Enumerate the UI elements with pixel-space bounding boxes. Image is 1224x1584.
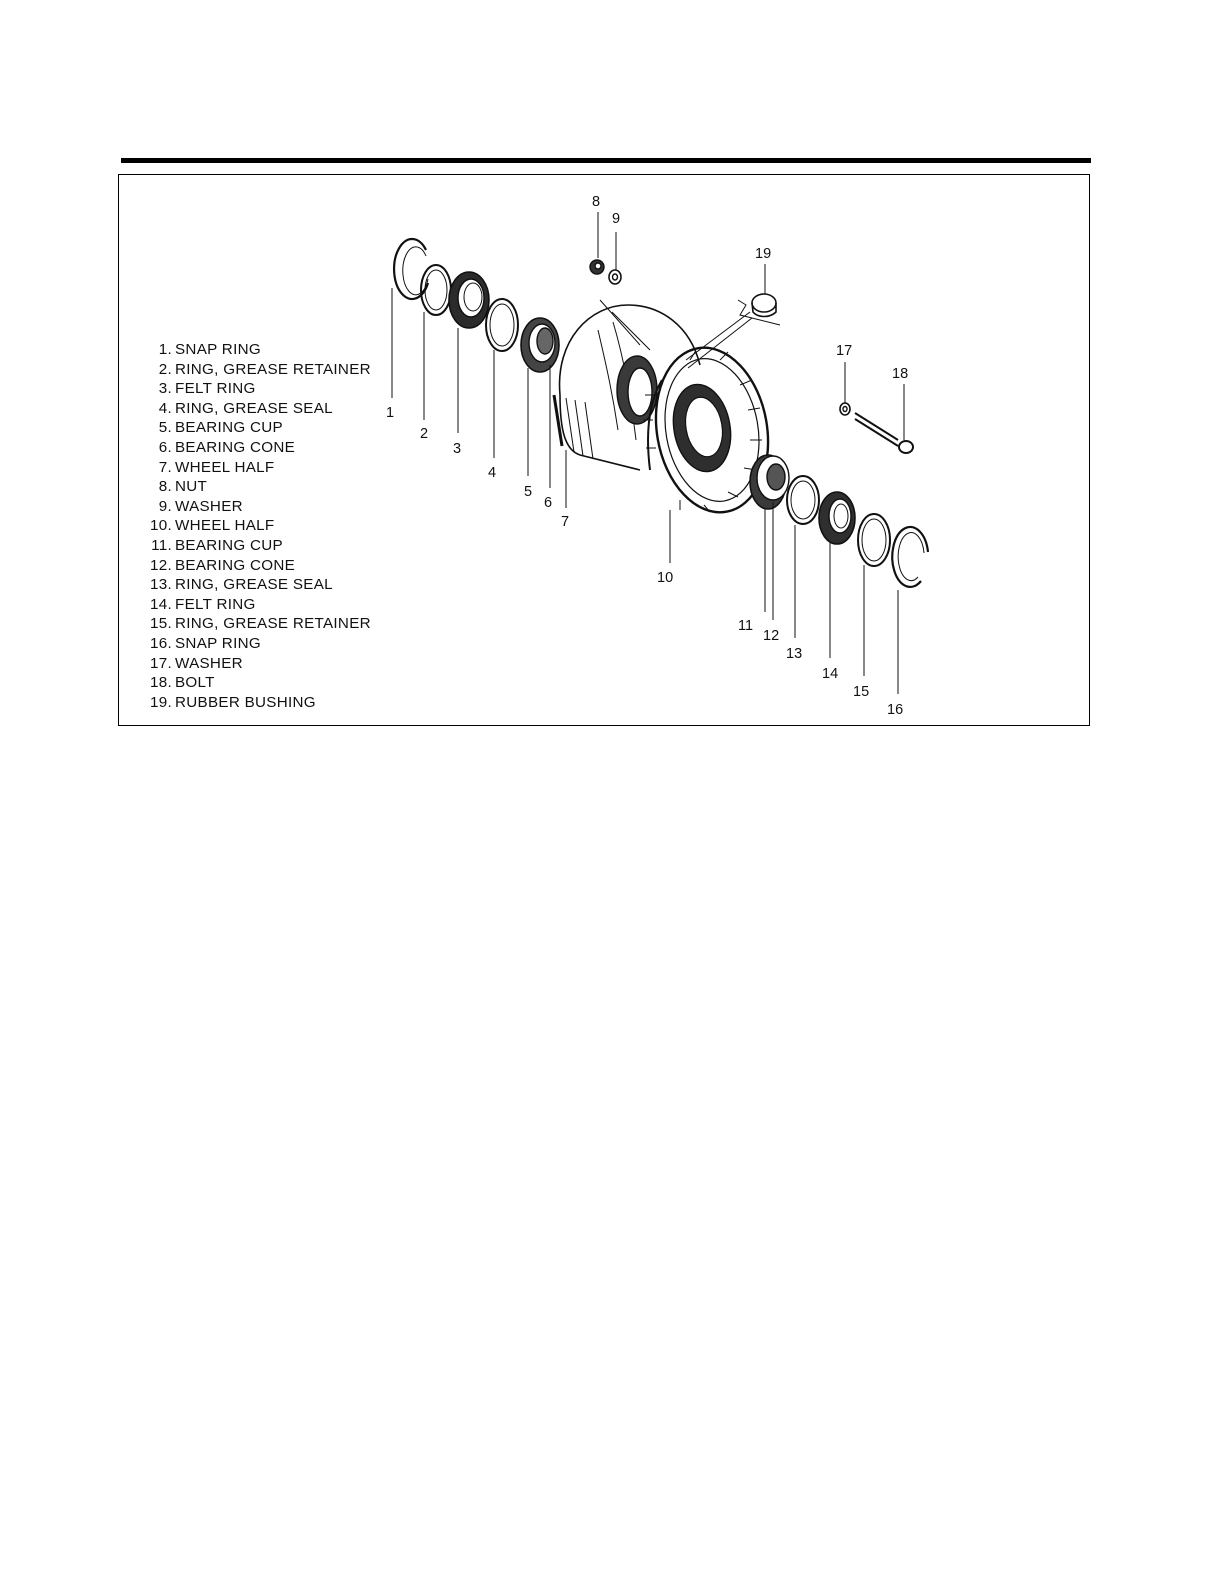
legend-number: 16. [149, 634, 172, 652]
callout-3: 3 [453, 441, 461, 457]
legend-number: 18. [149, 674, 172, 692]
legend-item: 1.SNAP RING [143, 340, 371, 360]
callout-6: 6 [544, 495, 552, 511]
legend-label: BEARING CONE [175, 556, 296, 574]
grease-seal-ring-right-part [786, 475, 820, 525]
legend-label: WASHER [175, 497, 243, 515]
nut-part [589, 259, 605, 275]
legend-item: 10.WHEEL HALF [143, 516, 371, 536]
legend-label: BEARING CUP [175, 536, 283, 554]
legend-number: 4. [158, 399, 172, 417]
legend-number: 12. [149, 556, 172, 574]
callout-2: 2 [420, 426, 428, 442]
bolt-part [854, 412, 914, 454]
callout-19: 19 [755, 246, 771, 262]
legend-number: 3. [158, 380, 172, 398]
callout-13: 13 [786, 646, 802, 662]
bearing-cup-cone-right-part [749, 454, 790, 510]
legend-number: 17. [149, 654, 172, 672]
legend-number: 6. [158, 438, 172, 456]
legend-item: 13.RING, GREASE SEAL [143, 575, 371, 595]
legend-number: 8. [158, 478, 172, 496]
legend-item: 3.FELT RING [143, 379, 371, 399]
legend-item: 4.RING, GREASE SEAL [143, 399, 371, 419]
legend-label: BEARING CUP [175, 419, 283, 437]
callout-11: 11 [738, 618, 753, 634]
legend-item: 19.RUBBER BUSHING [143, 693, 371, 713]
legend-label: RING, GREASE RETAINER [175, 615, 371, 633]
washer-top-part [608, 269, 622, 285]
felt-ring-left-part [448, 271, 490, 329]
legend-item: 7.WHEEL HALF [143, 458, 371, 478]
legend-label: RING, GREASE SEAL [175, 399, 333, 417]
bearing-cup-cone-left-part [520, 317, 560, 373]
callout-7: 7 [561, 514, 569, 530]
parts-legend: 1.SNAP RING 2.RING, GREASE RETAINER 3.FE… [143, 340, 371, 712]
figure-frame [118, 174, 1090, 726]
legend-number: 9. [158, 497, 172, 515]
legend-label: NUT [175, 478, 208, 496]
legend-label: WASHER [175, 654, 243, 672]
callout-17: 17 [836, 343, 852, 359]
legend-number: 15. [149, 615, 172, 633]
callout-12: 12 [763, 628, 779, 644]
legend-item: 8.NUT [143, 477, 371, 497]
grease-seal-ring-left-part [485, 298, 519, 352]
legend-number: 13. [149, 576, 172, 594]
callout-16: 16 [887, 702, 903, 718]
legend-label: RING, GREASE SEAL [175, 576, 333, 594]
legend-number: 14. [149, 595, 172, 613]
legend-number: 2. [158, 360, 172, 378]
callout-15: 15 [853, 684, 869, 700]
legend-item: 2.RING, GREASE RETAINER [143, 360, 371, 380]
legend-label: SNAP RING [175, 634, 261, 652]
callout-14: 14 [822, 666, 838, 682]
legend-number: 7. [158, 458, 172, 476]
legend-label: BEARING CONE [175, 438, 296, 456]
legend-item: 17.WASHER [143, 654, 371, 674]
callout-9: 9 [612, 211, 620, 227]
legend-item: 16.SNAP RING [143, 634, 371, 654]
callout-10: 10 [657, 570, 673, 586]
legend-label: BOLT [175, 674, 215, 692]
legend-label: RUBBER BUSHING [175, 693, 316, 711]
snap-ring-left-part [392, 237, 430, 301]
legend-number: 19. [149, 693, 172, 711]
felt-ring-right-part [818, 491, 856, 545]
legend-label: SNAP RING [175, 341, 261, 358]
callout-8: 8 [592, 194, 600, 210]
top-rule [121, 158, 1091, 163]
rubber-bushing-part [685, 293, 781, 369]
legend-label: FELT RING [175, 595, 256, 613]
wheel-half-front-part [643, 346, 770, 514]
snap-ring-right-part [891, 525, 930, 589]
legend-number: 10. [149, 517, 172, 535]
legend-label: WHEEL HALF [175, 517, 275, 535]
callout-18: 18 [892, 366, 908, 382]
callout-5: 5 [524, 484, 532, 500]
legend-item: 12.BEARING CONE [143, 556, 371, 576]
legend-number: 5. [158, 419, 172, 437]
callout-labels: 1 2 3 4 5 6 7 8 9 10 11 12 13 14 15 16 1… [386, 194, 908, 718]
legend-item: 14.FELT RING [143, 595, 371, 615]
legend-number: 1. [158, 341, 172, 358]
legend-number: 11. [151, 536, 172, 554]
legend-item: 5.BEARING CUP [143, 418, 371, 438]
legend-label: FELT RING [175, 380, 256, 398]
washer-side-part [839, 402, 851, 416]
callout-1: 1 [386, 405, 394, 421]
legend-label: WHEEL HALF [175, 458, 275, 476]
leader-lines [391, 212, 905, 694]
callout-4: 4 [488, 465, 496, 481]
grease-retainer-ring-right-part [857, 513, 891, 567]
wheel-half-rear-part [552, 299, 701, 471]
legend-item: 11.BEARING CUP [143, 536, 371, 556]
legend-label: RING, GREASE RETAINER [175, 360, 371, 378]
legend-item: 9.WASHER [143, 497, 371, 517]
legend-item: 6.BEARING CONE [143, 438, 371, 458]
legend-item: 15.RING, GREASE RETAINER [143, 614, 371, 634]
legend-item: 18.BOLT [143, 673, 371, 693]
